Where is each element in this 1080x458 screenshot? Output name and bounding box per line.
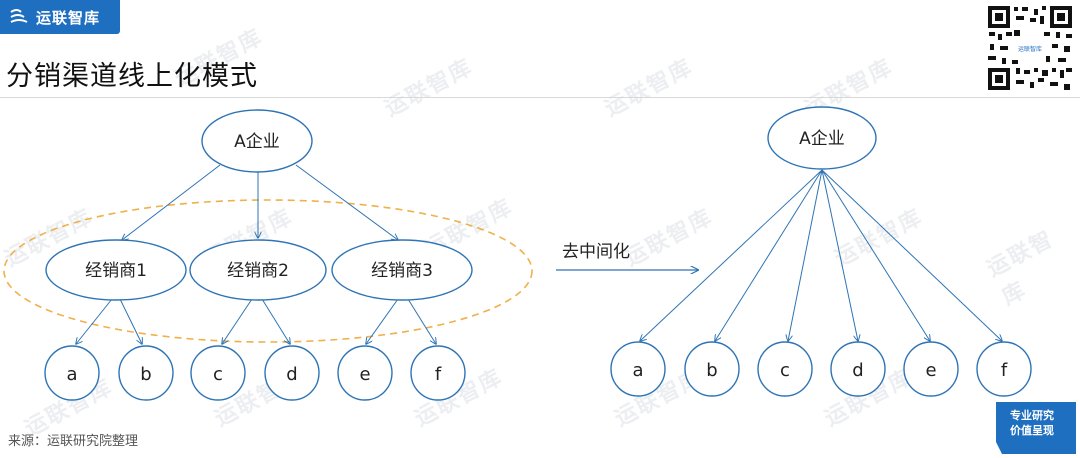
right-leaf-label: c: [780, 360, 790, 381]
left-leaf-label: b: [140, 364, 151, 385]
right-leaf-node: [757, 341, 813, 397]
left-leaf-node: [190, 345, 246, 401]
brand-name: 运联智库: [36, 8, 101, 27]
right-leaf-node: [610, 341, 666, 397]
badge-line: 专业研究: [1010, 409, 1054, 422]
intermediary-highlight: [3, 199, 533, 343]
left-leaf-node: [410, 345, 466, 401]
edge: [821, 169, 858, 341]
right-leaf-node: [830, 341, 886, 397]
edge: [222, 298, 253, 344]
badge-line: 价值呈现: [1010, 424, 1054, 437]
transition-label: 去中间化: [562, 242, 630, 262]
right-leaf-node: [903, 341, 959, 397]
left-leaf-label: c: [213, 364, 223, 385]
right-leaf-label: a: [632, 360, 643, 381]
title-divider: [0, 97, 1080, 98]
brand-logo-icon: [10, 9, 28, 23]
left-leaf-node: [264, 345, 320, 401]
edge: [261, 298, 290, 344]
edge: [366, 298, 399, 344]
edge: [295, 164, 398, 240]
left-leaf-label: e: [359, 364, 370, 385]
left-leaf-label: d: [286, 364, 297, 385]
distributor-node: [331, 239, 473, 301]
left-leaf-label: f: [435, 364, 442, 385]
edge: [821, 169, 1002, 341]
distributor-label: 经销商1: [85, 261, 147, 281]
page-title: 分销渠道线上化模式: [6, 61, 258, 92]
right-leaf-label: f: [1001, 360, 1008, 381]
corner-badge-shape: [996, 402, 1076, 454]
distributor-label: 经销商2: [227, 261, 289, 281]
edge: [788, 169, 823, 341]
left-leaf-node: [44, 345, 100, 401]
distributor-node: [189, 239, 327, 301]
right-leaf-label: e: [925, 360, 936, 381]
source-note: 来源：运联研究院整理: [8, 434, 139, 449]
edge: [119, 298, 142, 344]
right-leaf-label: d: [852, 360, 863, 381]
left-leaf-label: a: [66, 364, 77, 385]
right-root-node: [767, 106, 877, 170]
left-leaf-node: [337, 345, 393, 401]
qr-code-icon: 运联智库: [986, 4, 1074, 92]
distributor-label: 经销商3: [371, 261, 433, 281]
qr-caption: 运联智库: [1018, 45, 1042, 53]
right-leaf-label: b: [706, 360, 717, 381]
left-leaf-node: [118, 345, 174, 401]
edge: [640, 169, 823, 341]
brand-badge: 运联智库: [0, 0, 120, 34]
left-root-node: [201, 109, 313, 173]
edge: [407, 298, 436, 344]
edge: [76, 298, 113, 344]
right-leaf-node: [976, 341, 1032, 397]
edge: [821, 169, 930, 341]
edge: [122, 164, 221, 240]
left-root-label: A企业: [234, 132, 280, 152]
right-root-label: A企业: [799, 129, 845, 149]
distributor-node: [45, 239, 187, 301]
right-leaf-node: [684, 341, 740, 397]
corner-badge: 专业研究 价值呈现: [988, 402, 1076, 454]
edge: [715, 169, 823, 341]
